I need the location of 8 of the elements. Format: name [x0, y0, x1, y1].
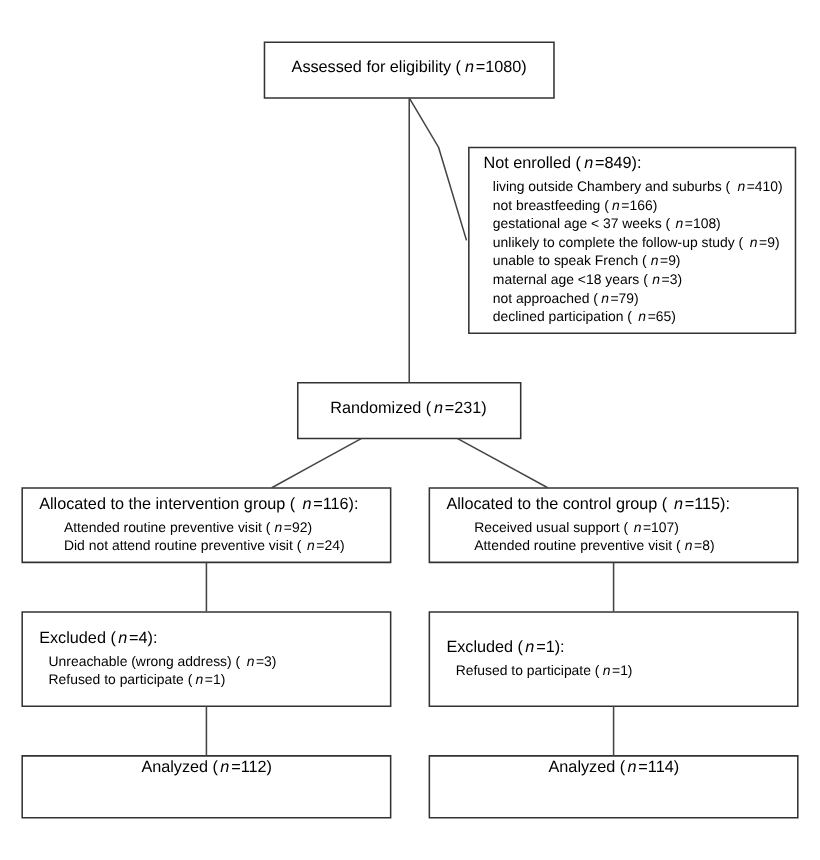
connector — [408, 97, 468, 242]
connector — [205, 561, 208, 613]
connector — [456, 437, 549, 489]
connector — [205, 705, 208, 757]
connector — [612, 705, 615, 757]
connector — [612, 561, 615, 613]
connector — [271, 437, 362, 489]
connector — [408, 97, 410, 384]
